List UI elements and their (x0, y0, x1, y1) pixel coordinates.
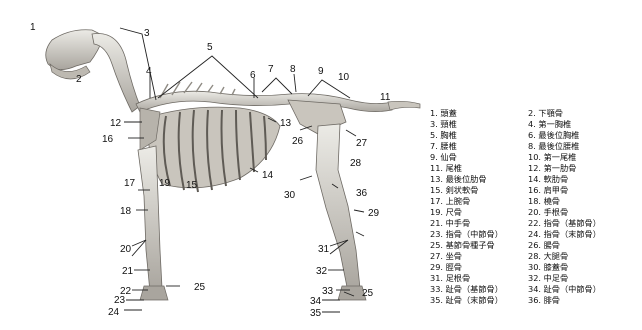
legend-item: 28. 大腿骨 (528, 251, 568, 262)
legend-item: 33. 趾骨（基節骨） (430, 284, 503, 295)
callout-23: 23 (114, 295, 126, 306)
legend-item: 10. 第一尾椎 (528, 152, 576, 163)
callout-27: 27 (356, 138, 368, 149)
callout-10: 10 (338, 72, 350, 83)
spine-shape (136, 91, 392, 112)
callout-2: 2 (76, 74, 82, 85)
legend-item: 34. 趾骨（中節骨） (528, 284, 601, 295)
legend-item: 25. 基節骨種子骨 (430, 240, 495, 251)
callout-16: 16 (102, 134, 114, 145)
callout-12: 12 (110, 118, 122, 129)
legend-item: 29. 脛骨 (430, 262, 462, 273)
callout-11: 11 (380, 92, 391, 103)
legend-item: 24. 指骨（末節骨） (528, 229, 601, 240)
callout-36: 36 (356, 188, 368, 199)
legend-item: 23. 指骨（中節骨） (430, 229, 503, 240)
legend-item: 16. 肩甲骨 (528, 185, 568, 196)
legend-item: 4. 第一胸椎 (528, 119, 571, 130)
callout-28: 28 (350, 158, 362, 169)
legend-item: 22. 指骨（基節骨） (528, 218, 601, 229)
callout-33: 33 (322, 286, 334, 297)
callout-14: 14 (262, 170, 274, 181)
callout-13: 13 (280, 118, 292, 129)
callout-20: 20 (120, 244, 132, 255)
callout-8: 8 (290, 64, 296, 75)
skeleton-art (46, 30, 420, 300)
legend-item: 13. 最後位肋骨 (430, 174, 487, 185)
legend-item: 8. 最後位腰椎 (528, 141, 579, 152)
callout-17: 17 (124, 178, 136, 189)
legend-item: 21. 中手骨 (430, 218, 470, 229)
callout-7: 7 (268, 64, 274, 75)
legend-item: 7. 腰椎 (430, 141, 457, 152)
legend-item: 27. 坐骨 (430, 251, 462, 262)
callout-19: 19 (159, 178, 171, 189)
callout-25b: 25 (362, 288, 374, 299)
bone-legend: 1. 頭蓋 2. 下顎骨 3. 頸椎 4. 第一胸椎 5. 胸椎 6. 最後位胸椎 7. 腰… (430, 108, 642, 330)
front-hoof-shape (140, 286, 168, 300)
callout-26: 26 (292, 136, 304, 147)
callout-6: 6 (250, 70, 256, 81)
callout-24: 24 (108, 307, 120, 318)
callout-5: 5 (207, 42, 213, 53)
legend-item: 30. 膝蓋骨 (528, 262, 568, 273)
legend-item: 31. 足根骨 (430, 273, 470, 284)
legend-item: 6. 最後位胸椎 (528, 130, 579, 141)
callout-18: 18 (120, 206, 132, 217)
callout-31: 31 (318, 244, 330, 255)
cervical-vertebrae-shape (92, 34, 140, 112)
legend-item: 17. 上腕骨 (430, 196, 470, 207)
legend-item: 2. 下顎骨 (528, 108, 563, 119)
callout-29: 29 (368, 208, 380, 219)
callout-30: 30 (284, 190, 296, 201)
callout-3: 3 (144, 28, 150, 39)
legend-item: 3. 頸椎 (430, 119, 457, 130)
legend-item: 20. 手根骨 (528, 207, 568, 218)
legend-item: 11. 尾椎 (430, 163, 462, 174)
legend-item: 18. 橈骨 (528, 196, 560, 207)
legend-item: 35. 趾骨（末節骨） (430, 295, 503, 306)
legend-item: 19. 尺骨 (430, 207, 462, 218)
legend-item: 9. 仙骨 (430, 152, 457, 163)
callout-25a: 25 (194, 282, 206, 293)
legend-item: 32. 中足骨 (528, 273, 568, 284)
callout-21: 21 (122, 266, 134, 277)
legend-item: 26. 腸骨 (528, 240, 560, 251)
tail-shape (388, 101, 420, 110)
callout-1: 1 (30, 22, 36, 33)
legend-item: 36. 腓骨 (528, 295, 560, 306)
callout-9: 9 (318, 66, 324, 77)
legend-item: 1. 頭蓋 (430, 108, 457, 119)
legend-item: 12. 第一肋骨 (528, 163, 576, 174)
callout-32: 32 (316, 266, 328, 277)
legend-item: 14. 軟肋骨 (528, 174, 568, 185)
callout-15: 15 (186, 180, 198, 191)
callout-4: 4 (146, 66, 152, 77)
callout-35: 35 (310, 308, 322, 319)
legend-item: 15. 剣状軟骨 (430, 185, 478, 196)
legend-item: 5. 胸椎 (430, 130, 457, 141)
callout-34: 34 (310, 296, 322, 307)
